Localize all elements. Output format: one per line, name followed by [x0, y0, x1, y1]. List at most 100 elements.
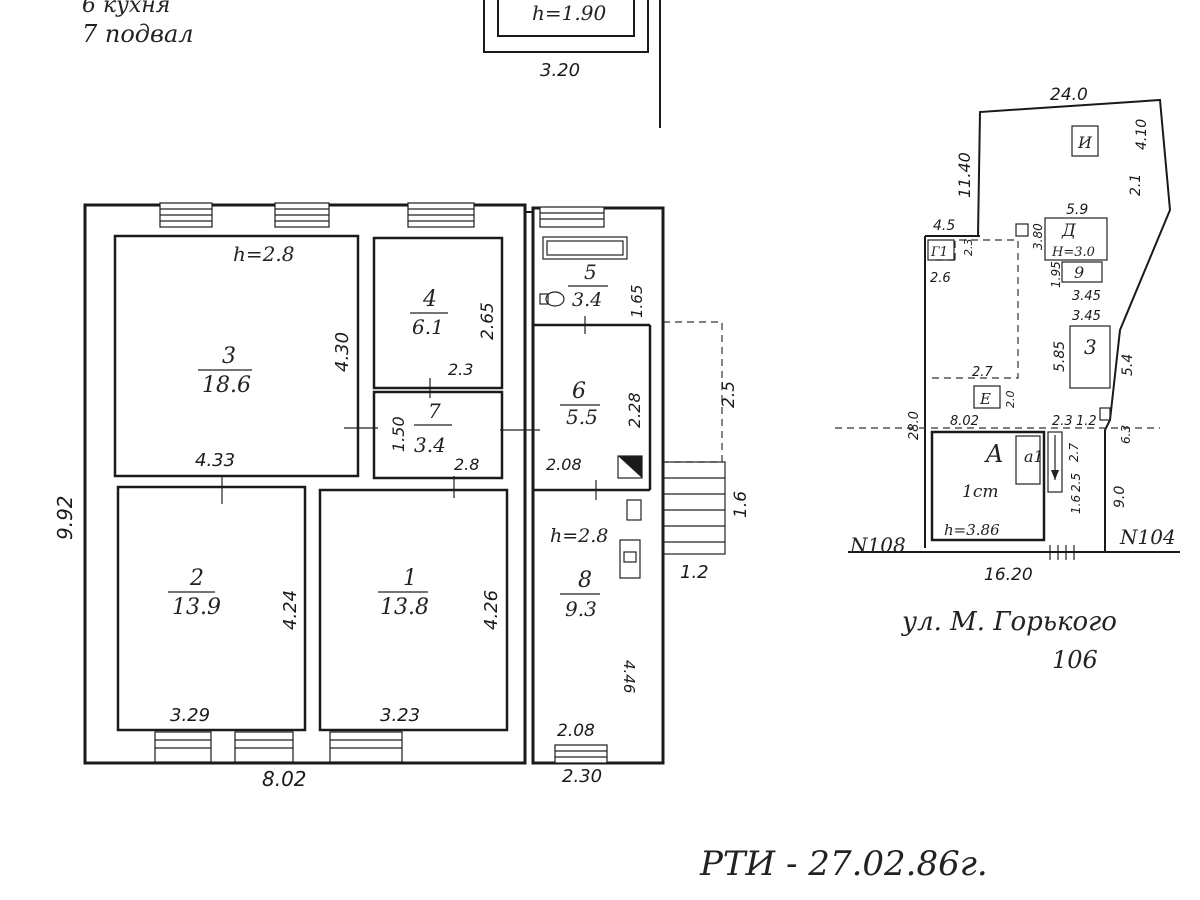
site-boundary [835, 98, 1180, 553]
site-front-ticks [1049, 545, 1075, 560]
annex-width: 2.30 [562, 766, 602, 787]
site-dim-n: 8.02 [950, 414, 979, 429]
site-dim-p: 1.2 [1076, 414, 1097, 429]
site-dim-v: 9.0 [1112, 486, 1128, 508]
site-dim-k: 2.3 [962, 239, 975, 257]
site-shed-e: Е [979, 390, 991, 408]
site-dim-b: 5.9 [1066, 202, 1088, 218]
site-house-a1: a1 [1024, 447, 1044, 466]
room-8-length: 4.46 [620, 660, 638, 693]
room-8-area: 9.3 [565, 597, 597, 621]
house-rooms [113, 234, 652, 732]
room-1-width: 3.23 [380, 705, 420, 726]
site-house-a: A [984, 440, 1003, 468]
room-3: h=2.8 3 18.6 4.33 4.30 [195, 242, 353, 471]
site-dim-right-mid: 2.1 [1128, 174, 1144, 196]
room-4-area: 6.1 [412, 315, 444, 339]
room-4-number: 4 [422, 287, 437, 312]
room-3-area: 18.6 [202, 373, 251, 398]
site-dim-g: 3.45 [1072, 309, 1101, 324]
site-dim-a: 4.5 [933, 218, 955, 234]
room-4-width: 2.3 [448, 360, 473, 379]
room-4: 4 6.1 2.3 2.65 [410, 287, 498, 379]
room-8-number: 8 [578, 568, 592, 593]
footer-stamp: РТИ - 27.02.86г. [699, 844, 988, 884]
site-shed-d: Д [1061, 221, 1077, 241]
room-5: 5 3.4 1.65 [568, 260, 646, 318]
site-yard-dashed [932, 239, 1019, 379]
site-dim-e: 1.95 [1049, 261, 1063, 288]
site-dim-i: 5.4 [1120, 354, 1136, 376]
room-7-number: 7 [428, 399, 441, 423]
site-neighbor-left: N108 [849, 533, 906, 557]
site-street-front: 16.20 [984, 565, 1033, 585]
room-6-number: 6 [572, 379, 586, 404]
porch [662, 321, 726, 555]
site-shed-g1: Г1 [930, 245, 948, 260]
room-5-number: 5 [584, 260, 597, 284]
room-7-length: 1.50 [389, 416, 408, 452]
room-8-width: 2.08 [557, 721, 595, 741]
room-2-width: 3.29 [170, 705, 210, 726]
room-5-length: 1.65 [628, 285, 646, 318]
room-5-area: 3.4 [572, 289, 602, 311]
site-house-height: h=3.86 [944, 521, 1000, 539]
basement-outline [483, 0, 661, 128]
site-dim-u: 2.5 [1069, 473, 1083, 492]
windows-bottom [154, 731, 608, 764]
room-1-area: 13.8 [380, 595, 429, 620]
room-3-width: 4.33 [195, 450, 235, 471]
street-number: 106 [1052, 646, 1098, 674]
site-dim-l: 2.7 [972, 365, 993, 380]
room-3-length: 4.30 [332, 332, 353, 372]
site-dim-m: 2.0 [1004, 391, 1017, 409]
room-2-number: 2 [189, 566, 204, 591]
site-dim-top: 24.0 [1050, 85, 1088, 105]
site-outbuildings [927, 125, 1111, 421]
site-shed-3: 3 [1084, 335, 1097, 359]
porch-dim-b: 1.6 [731, 491, 751, 518]
porch-dim-a: 2.5 [719, 381, 739, 408]
site-dim-j: 2.6 [930, 271, 951, 286]
site-dim-right-top: 4.10 [1134, 119, 1150, 150]
room-3-height: h=2.8 [233, 242, 294, 266]
site-dim-c: 3.80 [1031, 223, 1045, 250]
room-8: h=2.8 8 9.3 2.08 4.46 [550, 525, 638, 741]
basement-width: 3.20 [540, 60, 580, 81]
site-shed-9: 9 [1074, 263, 1084, 282]
site-dim-t: 1.6 [1069, 495, 1083, 514]
room-7-width: 2.8 [454, 455, 479, 474]
street-name: ул. М. Горького [901, 607, 1117, 637]
legend-line-basement: 7 подвал [82, 20, 194, 48]
room-3-number: 3 [222, 344, 236, 369]
basement-height: h=1.90 [532, 1, 606, 25]
room-1: 1 13.8 3.23 4.26 [378, 566, 502, 726]
site-dim-s: 2.7 [1067, 443, 1081, 462]
room-7: 7 3.4 2.8 1.50 [389, 399, 479, 474]
room-2: 2 13.9 3.29 4.24 [168, 566, 301, 726]
windows-top [159, 202, 605, 228]
room-4-length: 2.65 [478, 302, 498, 340]
room-8-height: h=2.8 [550, 525, 608, 547]
house-overall-length: 9.92 [53, 495, 77, 540]
site-dim-h: 5.85 [1052, 341, 1068, 372]
porch-dim-c: 1.2 [680, 562, 709, 583]
room-1-length: 4.26 [481, 590, 502, 630]
room-6-length: 2.28 [625, 392, 644, 428]
site-dim-q: 6.3 [1119, 425, 1133, 444]
room-6-area: 5.5 [566, 405, 598, 429]
house-overall-width: 8.02 [262, 767, 307, 791]
site-dim-r: 28.0 [907, 411, 922, 440]
room-2-length: 4.24 [280, 590, 301, 630]
room-1-number: 1 [403, 566, 417, 591]
site-neighbor-right: N104 [1119, 525, 1176, 549]
room-2-area: 13.9 [172, 595, 221, 620]
site-house-floors: 1ст [962, 482, 998, 502]
site-dim-o: 2.3 [1052, 414, 1073, 429]
legend-line-kitchen: 6 кухня [82, 0, 170, 18]
main-house-a [930, 430, 1063, 542]
room-6-width: 2.08 [546, 455, 582, 474]
site-shed-u: И [1077, 133, 1093, 152]
site-dim-f: 3.45 [1072, 289, 1101, 304]
